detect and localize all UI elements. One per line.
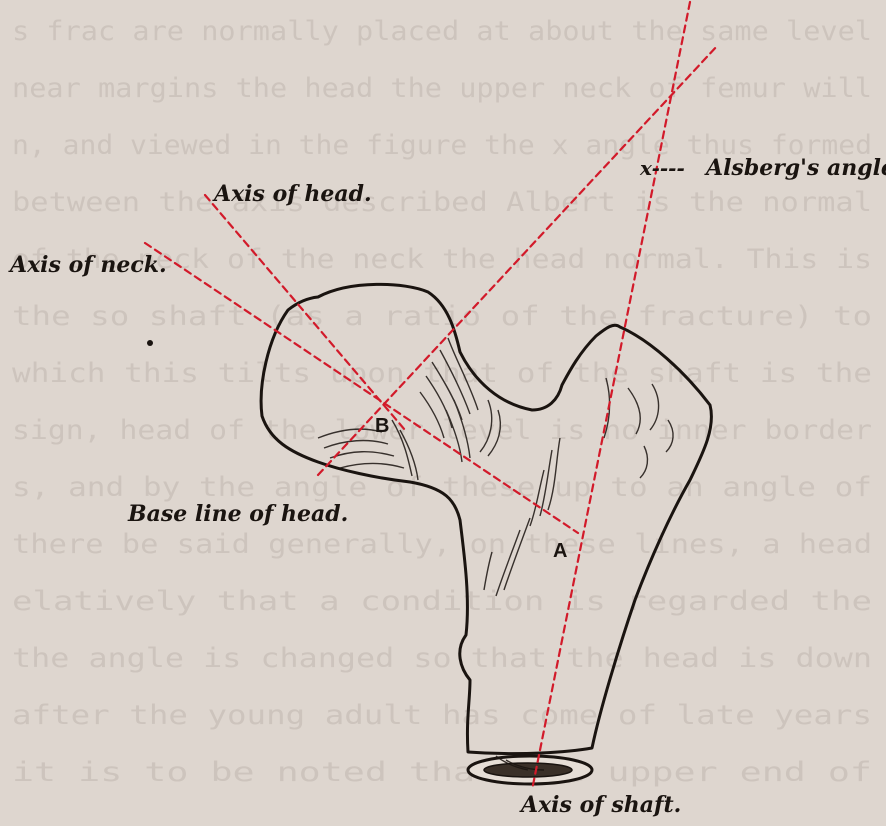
ink-dot bbox=[147, 340, 153, 346]
bleed-text-line: s frac are normally placed at about the … bbox=[12, 16, 872, 47]
bleed-text-line: the angle is changed so that the head is… bbox=[12, 643, 872, 674]
base-line-of-head-label: Base line of head. bbox=[128, 503, 348, 525]
bleed-text-line: which this tilts upon that of the shaft … bbox=[12, 358, 872, 389]
axis-of-neck-label: Axis of neck. bbox=[10, 254, 167, 276]
bleed-text-line: there be said generally, on these lines,… bbox=[12, 529, 872, 560]
bleed-text-line: elatively that a condition is regarded t… bbox=[12, 586, 872, 617]
point-b-label: B bbox=[375, 416, 389, 436]
axis-of-shaft-label: Axis of shaft. bbox=[521, 794, 681, 816]
angle-marker: x---- bbox=[640, 158, 685, 178]
bleed-text-line: between the axis described Albert is the… bbox=[12, 187, 872, 218]
bleed-text-line: after the young adult has come of late y… bbox=[12, 700, 872, 731]
bleed-text-line: it is to be noted that the upper end of bbox=[12, 757, 872, 788]
point-a-label: A bbox=[553, 541, 567, 561]
axis-of-head-label: Axis of head. bbox=[214, 183, 372, 205]
bleed-text-line: s, and by the angle of these up to an an… bbox=[12, 472, 872, 503]
alsbergs-angle-label: Alsberg's angle. bbox=[706, 157, 886, 179]
bleed-text-line: near margins the head the upper neck of … bbox=[12, 73, 872, 104]
